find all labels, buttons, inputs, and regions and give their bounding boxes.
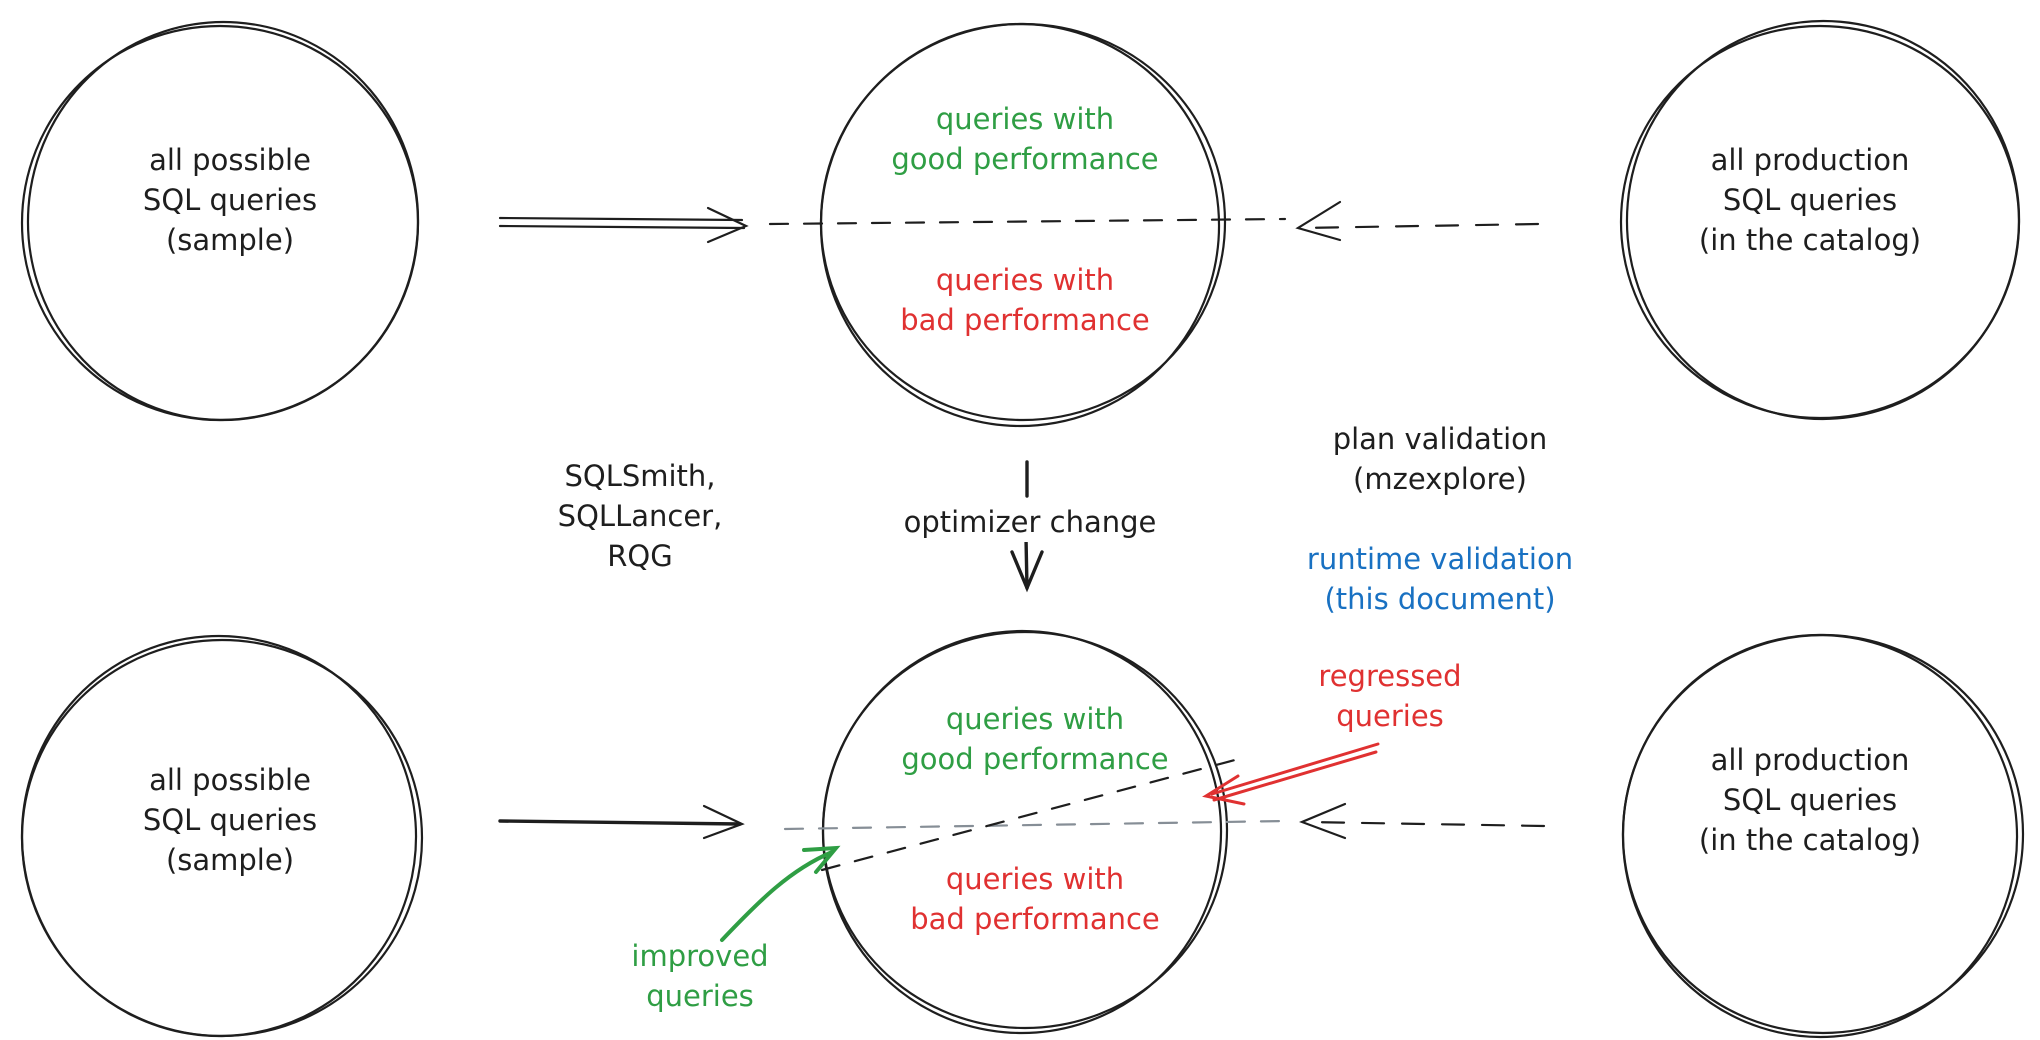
label-line: runtime validation (1306, 542, 1574, 576)
label-line: queries with (935, 102, 1115, 136)
optimizer-change-label: optimizer change (880, 502, 1180, 542)
label-line: bad performance (900, 303, 1150, 337)
plan-validation-label: plan validation (mzexplore) (1300, 419, 1580, 499)
top-left-label: all possible SQL queries (sample) (80, 140, 380, 260)
bottom-left-circle (20, 634, 424, 1038)
label-line: bad performance (910, 902, 1160, 936)
bottom-right-circle (1621, 633, 2025, 1039)
bottom-center-circle (821, 629, 1229, 1035)
label-line: RQG (607, 539, 673, 573)
label-line: SQL queries (1722, 183, 1898, 217)
improved-arrow (720, 845, 841, 942)
label-line: optimizer change (903, 505, 1157, 539)
top-left-circle (20, 20, 420, 422)
label-line: queries with (945, 702, 1125, 736)
label-line: all possible (149, 763, 311, 797)
label-line: (this document) (1324, 582, 1556, 616)
label-line: SQL queries (1722, 783, 1898, 817)
generators-label: SQLSmith, SQLLancer, RQG (520, 456, 760, 576)
optimizer-change-arrow (1010, 460, 1044, 593)
label-line: all possible (149, 143, 311, 177)
top-divider-line (768, 217, 1287, 226)
regressed-arrow (1202, 742, 1380, 806)
runtime-validation-label: runtime validation (this document) (1290, 539, 1590, 619)
label-line: SQL queries (142, 183, 318, 217)
label-line: (sample) (165, 843, 295, 877)
top-bad-performance-label: queries with bad performance (860, 260, 1190, 340)
top-sample-arrow (498, 206, 749, 244)
bottom-right-label: all production SQL queries (in the catal… (1650, 740, 1970, 860)
label-line: plan validation (1332, 422, 1548, 456)
label-line: SQLLancer, (557, 499, 723, 533)
label-line: (mzexplore) (1353, 462, 1527, 496)
label-line: queries with (945, 862, 1125, 896)
label-line: improved (631, 939, 769, 973)
top-good-performance-label: queries with good performance (860, 99, 1190, 179)
label-line: queries (646, 979, 754, 1013)
label-line: queries (1336, 699, 1444, 733)
improved-queries-label: improved queries (600, 936, 800, 1016)
label-line: SQLSmith, (564, 459, 716, 493)
label-line: SQL queries (142, 803, 318, 837)
regressed-queries-label: regressed queries (1290, 656, 1490, 736)
top-catalog-arrow (1295, 200, 1540, 242)
top-right-label: all production SQL queries (in the catal… (1650, 140, 1970, 260)
label-line: (in the catalog) (1698, 823, 1922, 857)
label-line: all production (1710, 743, 1910, 777)
top-right-circle (1619, 19, 2021, 421)
label-line: good performance (891, 142, 1159, 176)
label-line: (sample) (165, 223, 295, 257)
bottom-catalog-arrow (1299, 802, 1546, 840)
label-line: all production (1710, 143, 1910, 177)
label-line: regressed (1318, 659, 1462, 693)
label-line: good performance (901, 742, 1169, 776)
tilted-threshold-line (820, 758, 1237, 872)
label-line: queries with (935, 263, 1115, 297)
label-line: (in the catalog) (1698, 223, 1922, 257)
top-center-circle (819, 22, 1227, 428)
bottom-sample-arrow (498, 804, 745, 840)
bottom-bad-performance-label: queries with bad performance (870, 859, 1200, 939)
bottom-good-performance-label: queries with good performance (870, 699, 1200, 779)
bottom-divider-line (783, 819, 1287, 831)
bottom-left-label: all possible SQL queries (sample) (80, 760, 380, 880)
